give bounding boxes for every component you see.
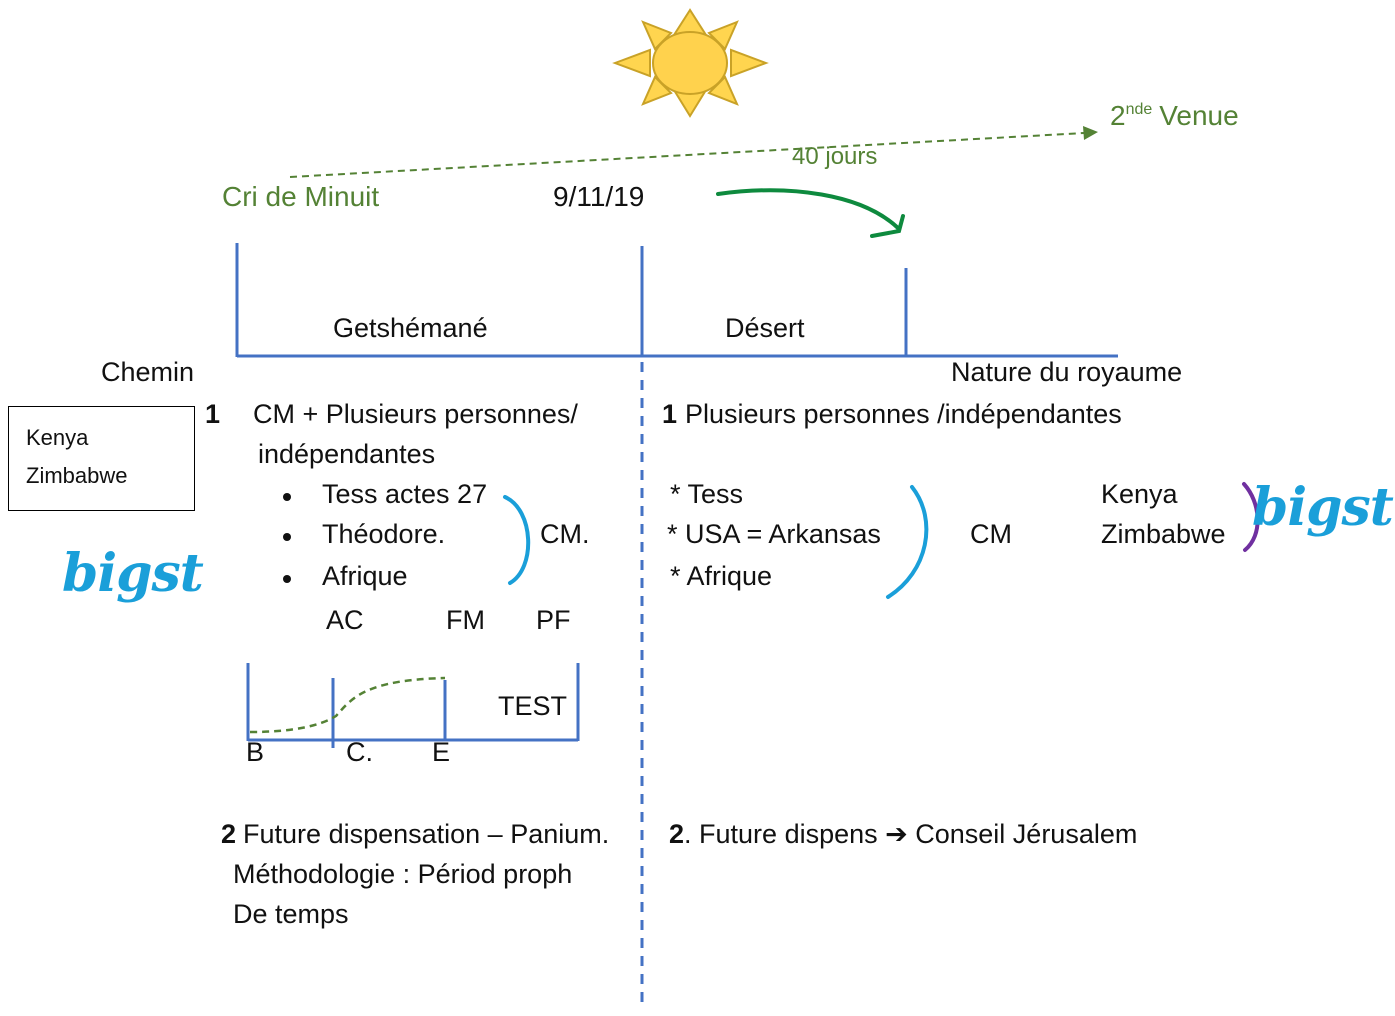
- left-bracket-label: CM.: [540, 519, 590, 549]
- sun-icon: [612, 8, 769, 118]
- abbreviation: AC: [326, 605, 364, 635]
- right-point2-text: . Future dispens ➔ Conseil Jérusalem: [684, 819, 1138, 849]
- cri-de-minuit-label: Cri de Minuit: [222, 181, 380, 212]
- mini-diagram-marker: B: [246, 737, 265, 767]
- right-item: * Afrique: [670, 561, 773, 591]
- box-line: Kenya: [26, 425, 89, 450]
- left-point2-line: De temps: [233, 899, 349, 929]
- right-point1-text: Plusieurs personnes /indépendantes: [685, 399, 1122, 429]
- heading-nature: Nature du royaume: [951, 357, 1183, 387]
- country-box: Kenya Zimbabwe: [8, 406, 195, 511]
- right-point2-number: 2: [669, 819, 685, 849]
- handwritten-annotation: bigst: [1252, 477, 1394, 538]
- left-bracket: [503, 495, 531, 585]
- right-item: * USA = Arkansas: [667, 519, 881, 549]
- left-point1-continuation: indépendantes: [258, 439, 436, 469]
- date-label: 9/11/19: [553, 181, 645, 212]
- left-bullet-item: Théodore.: [322, 519, 446, 549]
- abbreviation: FM: [446, 605, 485, 635]
- second-coming-suffix: nde: [1125, 101, 1153, 118]
- left-point2-text: Future dispensation – Panium.: [243, 819, 610, 849]
- bullet-icon: [283, 493, 291, 501]
- left-point1-number: 1: [205, 399, 221, 429]
- right-country: Zimbabwe: [1101, 519, 1226, 549]
- handwritten-annotation: bigst: [62, 543, 204, 604]
- right-country: Kenya: [1101, 479, 1178, 509]
- second-coming-dashed-line: [289, 132, 1085, 178]
- curved-arrow-icon: [716, 188, 905, 238]
- mini-diagram-marker: E: [432, 737, 451, 767]
- left-point2-line: Méthodologie : Périod proph: [233, 859, 573, 889]
- period-desert: Désert: [725, 313, 805, 343]
- duration-label: 40 jours: [792, 143, 878, 170]
- second-coming-text: Venue: [1159, 100, 1239, 131]
- right-bracket-label: CM: [970, 519, 1012, 549]
- right-point1-number: 1: [662, 399, 678, 429]
- abbreviation: PF: [536, 605, 571, 635]
- left-point2-number: 2: [221, 819, 237, 849]
- mini-diagram-curve: [249, 676, 446, 734]
- timeline-structure: [235, 243, 1118, 358]
- second-coming-label: 2nde Venue: [1110, 102, 1239, 130]
- bullet-icon: [283, 533, 291, 541]
- period-getsemane: Getshémané: [333, 313, 488, 343]
- purple-bracket: [1242, 482, 1260, 552]
- left-bullet-item: Tess actes 27: [322, 479, 488, 509]
- box-line: Zimbabwe: [26, 463, 128, 488]
- arrowhead-icon: [1083, 126, 1098, 140]
- right-item: * Tess: [670, 479, 744, 509]
- mini-diagram-marker: C.: [346, 737, 373, 767]
- bullet-icon: [283, 575, 291, 583]
- right-bracket: [886, 485, 929, 599]
- second-coming-number: 2: [1110, 100, 1126, 131]
- right-point2: 2. Future dispens ➔ Conseil Jérusalem: [669, 821, 1137, 848]
- mini-diagram-label: TEST: [498, 691, 568, 721]
- mini-diagram: [246, 663, 580, 748]
- heading-chemin: Chemin: [101, 357, 195, 387]
- left-point1-text: CM + Plusieurs personnes/: [253, 399, 578, 429]
- left-bullet-item: Afrique: [322, 561, 408, 591]
